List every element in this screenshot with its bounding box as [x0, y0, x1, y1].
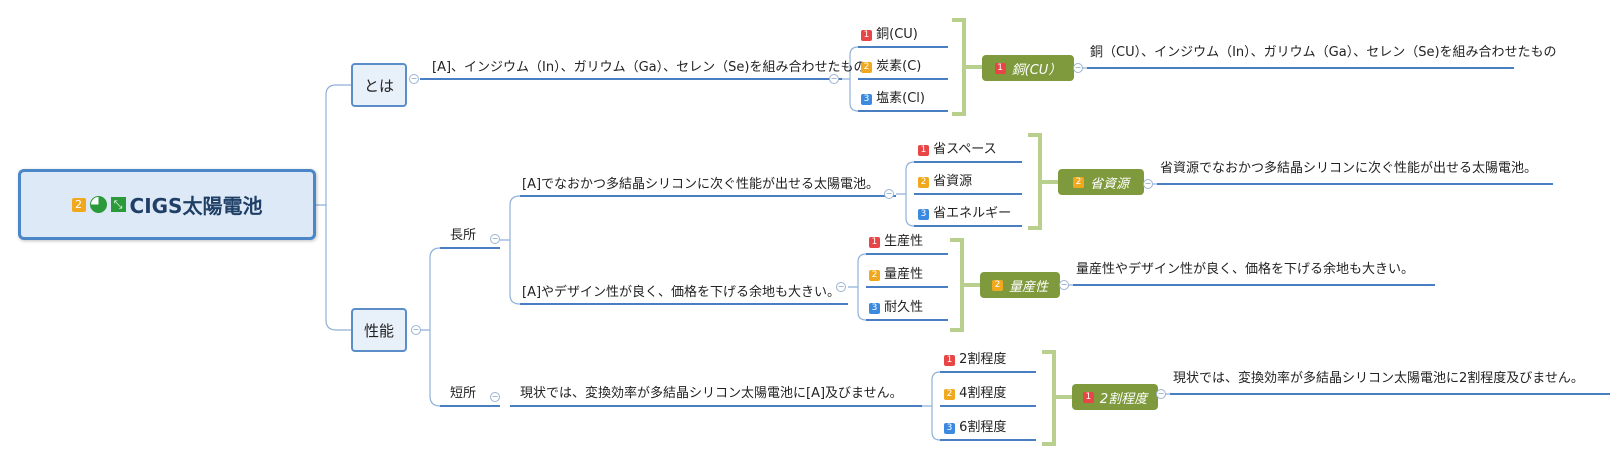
priority-3-badge: 3: [944, 423, 955, 434]
collapse-toggle-towa-branch[interactable]: −: [829, 74, 839, 84]
topic-towa[interactable]: とは: [351, 63, 407, 107]
priority-2-badge: 2: [918, 177, 929, 188]
option-label: 省エネルギー: [933, 206, 1012, 221]
tansho-label[interactable]: 短所: [450, 386, 477, 401]
topic-seino[interactable]: 性能: [351, 308, 407, 352]
answer-text-tansho: 現状では、変換効率が多結晶シリコン太陽電池に2割程度及びません。: [1173, 371, 1584, 386]
towa-branch-text: [A]、インジウム（In）、ガリウム（Ga）、セレン（Se)を組み合わせたもの: [432, 60, 867, 75]
root-title: CIGS太陽電池: [129, 194, 263, 218]
option-item[interactable]: 3 6割程度: [944, 420, 1006, 436]
answer-text-item-2: 量産性やデザイン性が良く、価格を下げる余地も大きい。: [1076, 262, 1415, 277]
option-item[interactable]: 2 省資源: [918, 174, 972, 190]
priority-1-badge: 1: [861, 30, 872, 41]
priority-3-badge: 3: [918, 209, 929, 220]
collapse-toggle-seino[interactable]: −: [411, 325, 421, 335]
priority-2-badge: 2: [991, 279, 1003, 291]
answer-node-item-2[interactable]: 2 量産性: [980, 272, 1060, 298]
answer-text-item-1: 省資源でなおかつ多結晶シリコンに次ぐ性能が出せる太陽電池。: [1160, 161, 1538, 176]
answer-label: 銅(CU）: [1011, 62, 1062, 78]
priority-2-badge: 2: [869, 270, 880, 281]
option-item[interactable]: 2 炭素(C): [861, 59, 921, 75]
priority-2-badge: 2: [1072, 176, 1084, 188]
option-item[interactable]: 3 塩素(Cl): [861, 91, 925, 107]
priority-1-badge: 1: [869, 237, 880, 248]
answer-label: 2割程度: [1099, 391, 1148, 407]
option-label: 省スペース: [933, 142, 997, 157]
option-label: 省資源: [933, 174, 973, 189]
answer-label: 量産性: [1008, 279, 1048, 295]
priority-2-badge: 2: [861, 62, 872, 73]
option-item[interactable]: 1 省スペース: [918, 142, 997, 158]
progress-icon: [89, 196, 107, 213]
option-item[interactable]: 3 省エネルギー: [918, 206, 1011, 222]
option-item[interactable]: 1 生産性: [869, 234, 923, 250]
choosho-item-2-text: [A]やデザイン性が良く、価格を下げる余地も大きい。: [522, 285, 841, 300]
tansho-text: 現状では、変換効率が多結晶シリコン太陽電池に[A]及びません。: [520, 386, 903, 401]
option-item[interactable]: 2 量産性: [869, 267, 923, 283]
topic-towa-label: とは: [363, 76, 394, 95]
priority-1-badge: 1: [918, 145, 929, 156]
collapse-toggle-answer-item-1[interactable]: −: [1143, 179, 1153, 189]
priority-1-badge: 1: [944, 355, 955, 366]
collapse-toggle-choosho[interactable]: −: [490, 234, 500, 244]
option-label: 炭素(C): [876, 59, 922, 74]
option-label: 生産性: [884, 234, 924, 249]
priority-3-badge: 3: [861, 94, 872, 105]
option-item[interactable]: 1 銅(CU): [861, 27, 918, 43]
root-topic[interactable]: 2 ⤡ CIGS太陽電池: [18, 169, 316, 240]
answer-node-tansho[interactable]: 1 2割程度: [1072, 384, 1158, 410]
topic-seino-label: 性能: [363, 321, 394, 340]
collapse-toggle-answer-towa[interactable]: −: [1073, 63, 1083, 73]
option-label: 6割程度: [959, 420, 1007, 435]
priority-2-badge: 2: [944, 389, 955, 400]
option-label: 耐久性: [884, 300, 924, 315]
collapse-toggle-answer-item-2[interactable]: −: [1059, 280, 1069, 290]
choosho-label[interactable]: 長所: [450, 228, 477, 243]
expand-icon: ⤡: [110, 197, 126, 212]
priority-1-badge: 1: [994, 62, 1006, 74]
option-item[interactable]: 3 耐久性: [869, 300, 923, 316]
collapse-toggle-item-2[interactable]: −: [836, 282, 846, 292]
option-item[interactable]: 2 4割程度: [944, 386, 1006, 402]
option-label: 量産性: [884, 267, 924, 282]
collapse-toggle-towa[interactable]: −: [409, 74, 419, 84]
collapse-toggle-tansho[interactable]: −: [490, 392, 500, 402]
option-label: 2割程度: [959, 352, 1007, 367]
priority-3-badge: 3: [869, 303, 880, 314]
priority-1-badge: 1: [1082, 391, 1094, 403]
option-label: 4割程度: [959, 386, 1007, 401]
option-item[interactable]: 1 2割程度: [944, 352, 1006, 368]
option-label: 銅(CU): [876, 27, 918, 42]
answer-text-towa: 銅（CU）、インジウム（In）、ガリウム（Ga）、セレン（Se)を組み合わせたも…: [1090, 45, 1557, 60]
answer-label: 省資源: [1089, 176, 1129, 192]
answer-node-towa[interactable]: 1 銅(CU）: [982, 55, 1074, 81]
collapse-toggle-item-1[interactable]: −: [884, 189, 894, 199]
option-label: 塩素(Cl): [876, 91, 925, 106]
priority-badge: 2: [71, 197, 86, 212]
answer-node-item-1[interactable]: 2 省資源: [1058, 169, 1144, 195]
collapse-toggle-answer-tansho[interactable]: −: [1156, 389, 1166, 399]
choosho-item-1-text: [A]でなおかつ多結晶シリコンに次ぐ性能が出せる太陽電池。: [522, 177, 880, 192]
